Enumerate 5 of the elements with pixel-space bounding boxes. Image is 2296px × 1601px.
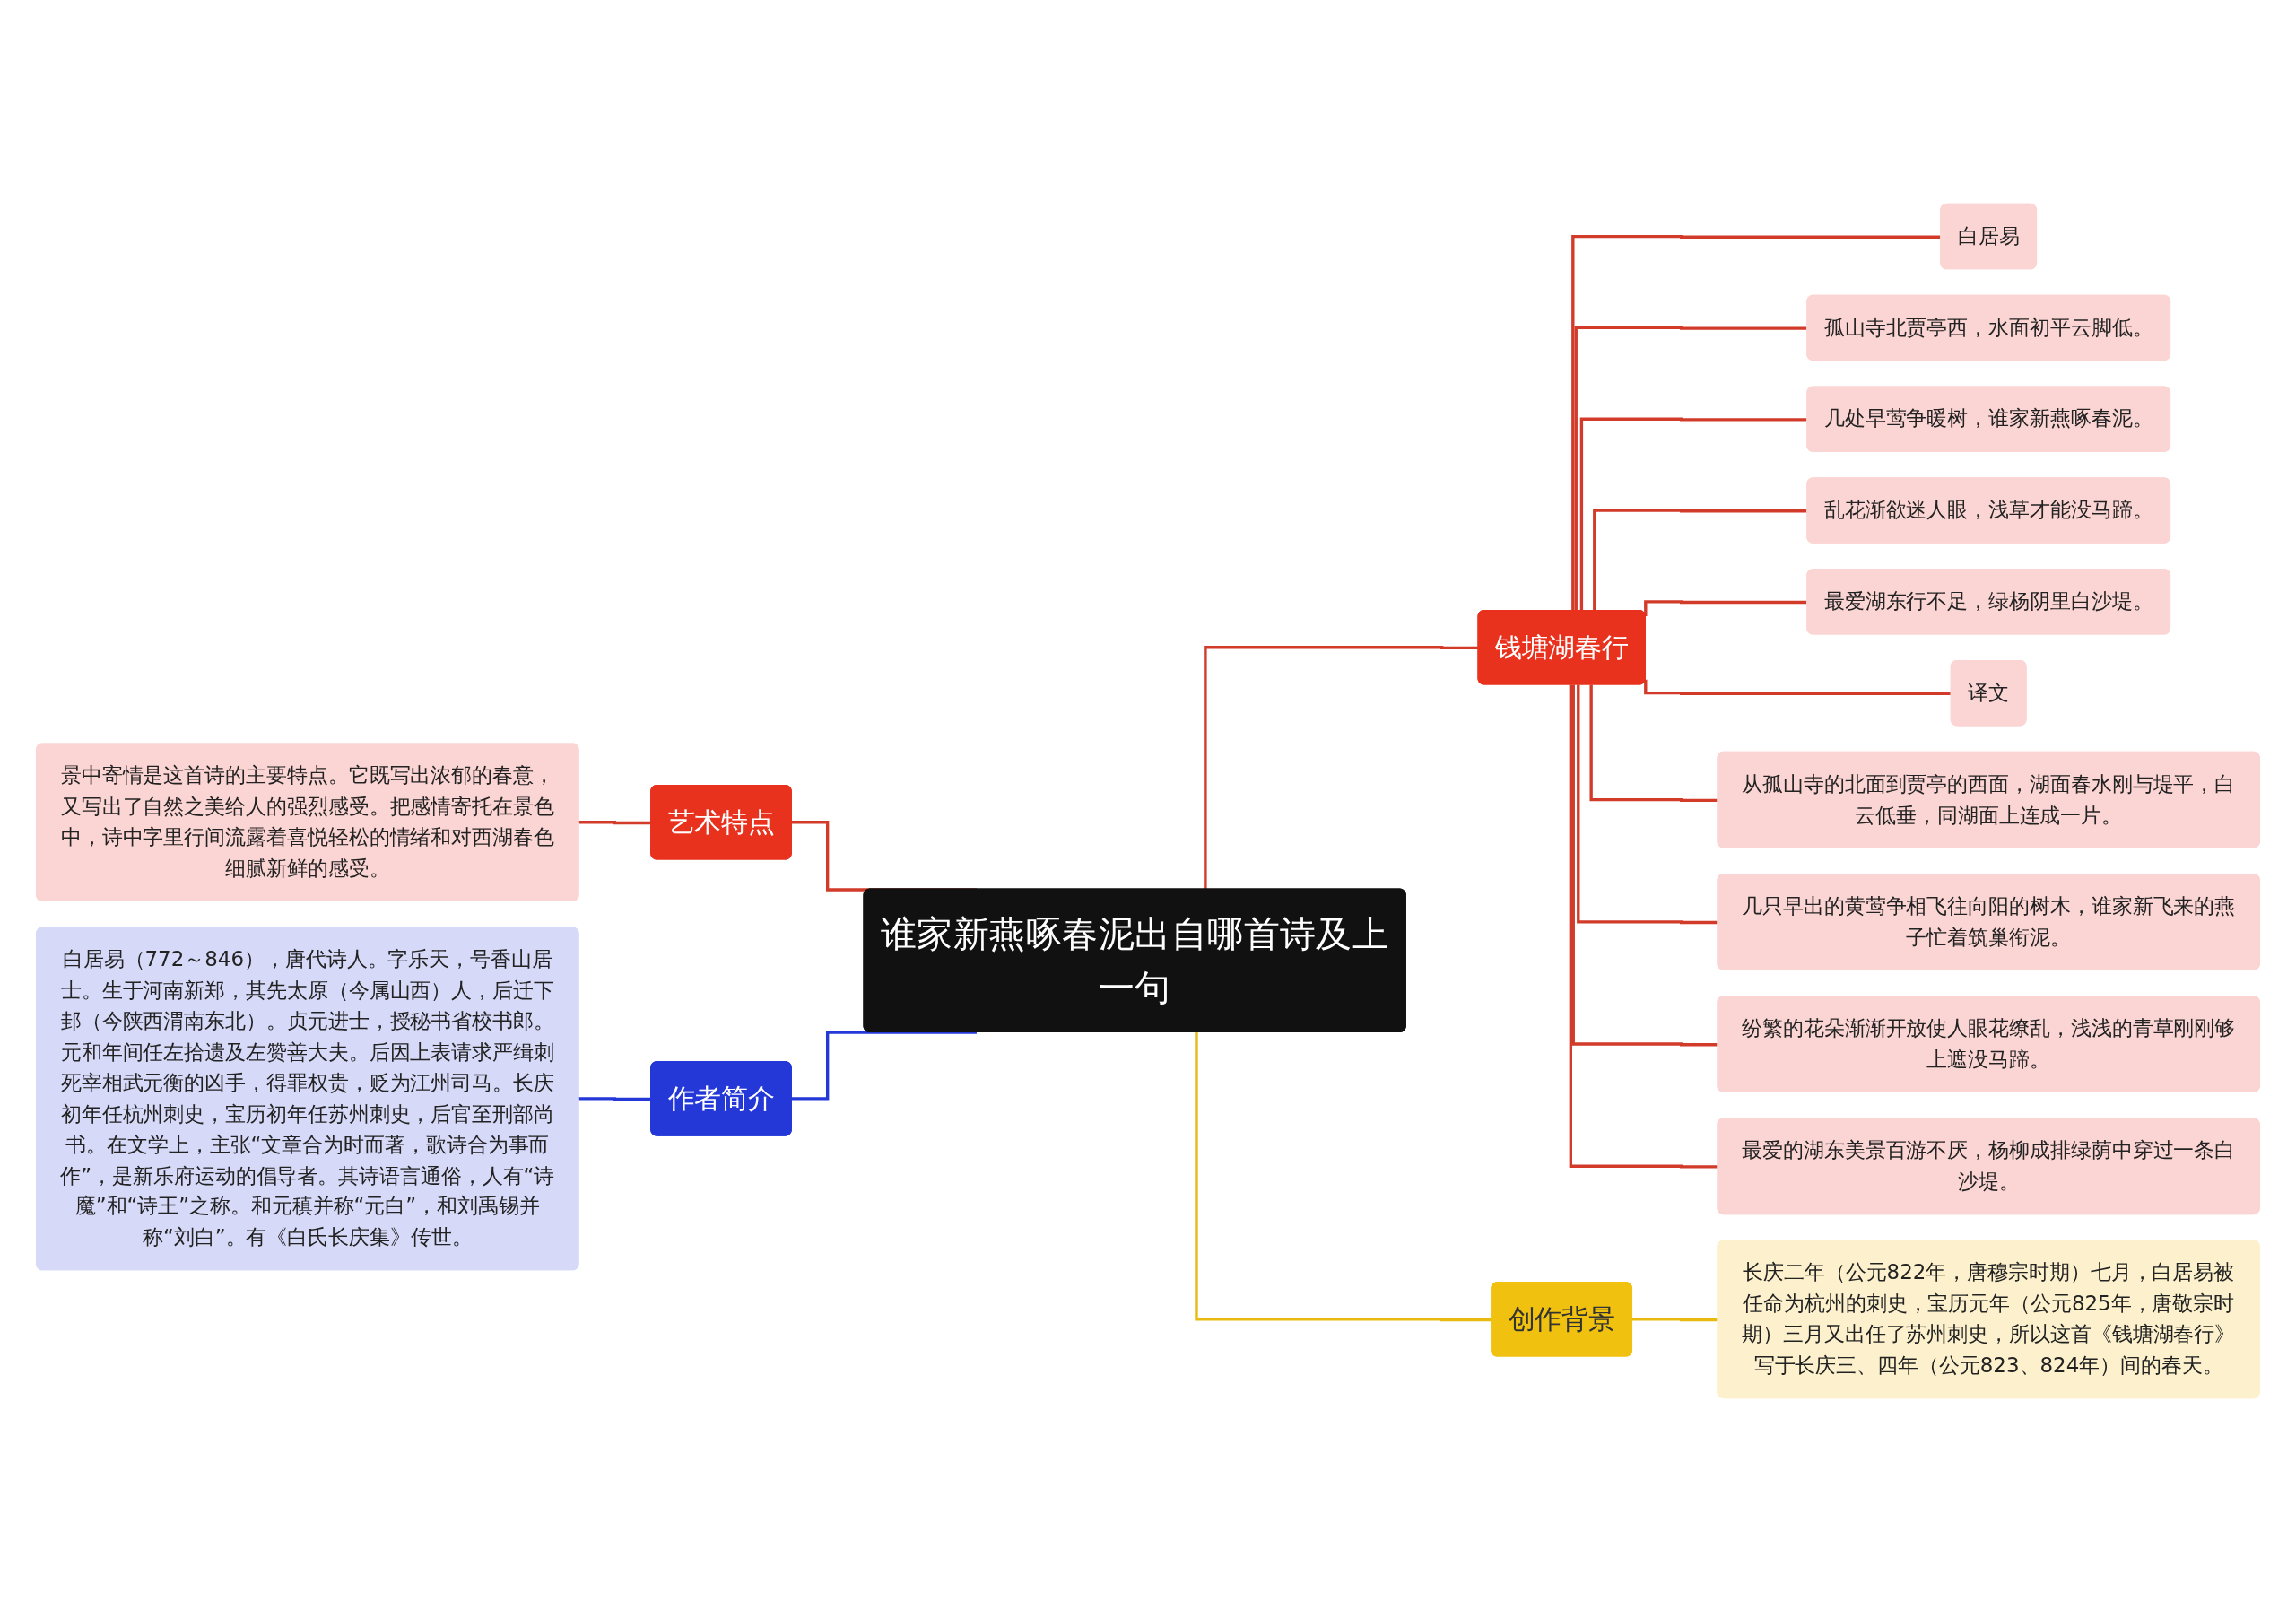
connector: [1204, 645, 1479, 890]
connector: [1589, 684, 1718, 802]
connector: [1571, 684, 1718, 1046]
connector: [1577, 684, 1718, 924]
connector: [1569, 684, 1718, 1169]
